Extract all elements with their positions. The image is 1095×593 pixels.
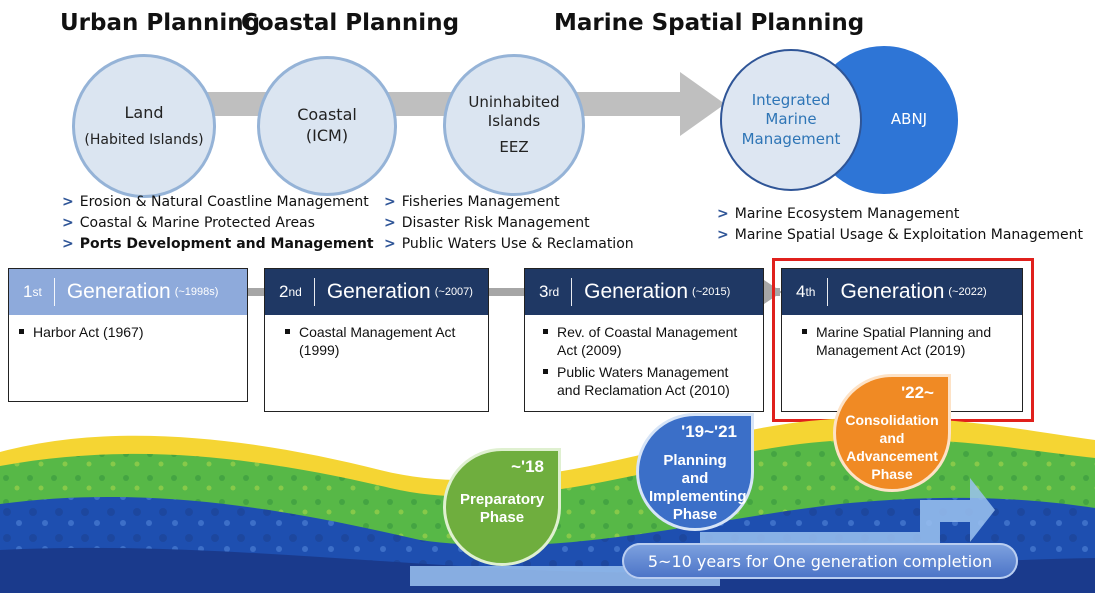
square-bullet-icon xyxy=(285,329,290,334)
generation-suffix: st xyxy=(32,285,42,299)
bullet-item: >Public Waters Use & Reclamation xyxy=(384,236,634,252)
phase-preparatory: ~'18 Preparatory Phase xyxy=(443,448,561,566)
header-divider xyxy=(827,278,829,306)
chevron-right-icon: > xyxy=(717,227,729,243)
bullet-group-2: >Fisheries Management >Disaster Risk Man… xyxy=(384,192,634,255)
square-bullet-icon xyxy=(802,329,807,334)
law-item: Coastal Management Act (1999) xyxy=(285,323,478,359)
circle-uninhabited-line2: Islands xyxy=(487,112,541,131)
generation-years: (~1998s) xyxy=(174,286,219,298)
bullet-item: >Marine Ecosystem Management xyxy=(717,206,960,222)
bullet-item: >Coastal & Marine Protected Areas xyxy=(62,215,315,231)
generation-connector xyxy=(240,288,780,296)
generation-suffix: nd xyxy=(288,285,302,299)
bullet-item: >Fisheries Management xyxy=(384,194,560,210)
phase-year: ~'18 xyxy=(511,457,544,476)
chevron-right-icon: > xyxy=(384,236,396,252)
generation-suffix: rd xyxy=(548,285,560,299)
generation-number: 3 xyxy=(539,282,549,301)
phase-year: '19~'21 xyxy=(681,422,737,441)
chevron-right-icon: > xyxy=(384,194,396,210)
generation-word: Generation xyxy=(584,280,689,303)
generation-years: (~2007) xyxy=(434,286,473,298)
bullet-item: >Erosion & Natural Coastline Management xyxy=(62,194,369,210)
circle-uninhabited: Uninhabited Islands EEZ xyxy=(443,54,585,196)
heading-marine-spatial-planning: Marine Spatial Planning xyxy=(554,10,865,36)
generation-word: Generation xyxy=(66,280,171,303)
phase-planning-implementing: '19~'21 Planning and Implementing Phase xyxy=(636,413,754,531)
generation-years: (~2022) xyxy=(948,286,987,298)
circle-abnj-label: ABNJ xyxy=(890,110,928,129)
heading-urban-planning: Urban Planning xyxy=(60,10,261,36)
circle-coastal: Coastal (ICM) xyxy=(257,56,397,196)
chevron-right-icon: > xyxy=(62,236,74,252)
circle-land: Land (Habited Islands) xyxy=(72,54,216,198)
phase-consolidation: '22~ Consolidation and Advancement Phase xyxy=(833,374,951,492)
header-divider xyxy=(571,278,573,306)
chevron-right-icon: > xyxy=(62,215,74,231)
phase-label: Consolidation and Advancement Phase xyxy=(845,412,939,482)
header-divider xyxy=(53,278,55,306)
circle-land-line2: (Habited Islands) xyxy=(84,132,204,149)
bullet-item: >Marine Spatial Usage & Exploitation Man… xyxy=(717,227,1083,243)
heading-coastal-planning: Coastal Planning xyxy=(241,10,460,36)
circle-integrated-marine-management: Integrated Marine Management xyxy=(720,49,862,191)
header-divider xyxy=(313,278,315,306)
phase-label: Planning and Implementing Phase xyxy=(649,452,747,523)
circle-uninhabited-line1: Uninhabited xyxy=(468,92,560,111)
generation-1-body: Harbor Act (1967) xyxy=(9,315,247,349)
generation-word: Generation xyxy=(326,280,431,303)
generation-word: Generation xyxy=(840,280,945,303)
law-item: Marine Spatial Planning and Management A… xyxy=(802,323,1012,359)
bullet-group-3: >Marine Ecosystem Management >Marine Spa… xyxy=(717,204,1083,246)
generation-number: 2 xyxy=(279,282,289,301)
circle-coastal-line1: Coastal xyxy=(297,105,357,125)
circle-uninhabited-line3: EEZ xyxy=(499,137,529,156)
generation-suffix: th xyxy=(805,285,816,299)
phase-arrow xyxy=(410,478,995,586)
generation-duration-note: 5~10 years for One generation completion xyxy=(622,543,1018,579)
phase-year: '22~ xyxy=(901,383,934,402)
integrated-line3: Management xyxy=(741,129,841,148)
generation-number: 4 xyxy=(796,282,806,301)
square-bullet-icon xyxy=(543,329,548,334)
progress-arrow xyxy=(150,72,725,136)
law-item: Public Waters Management and Reclamation… xyxy=(543,363,753,399)
generation-4-body: Marine Spatial Planning and Management A… xyxy=(782,315,1022,367)
bullet-item: >Disaster Risk Management xyxy=(384,215,590,231)
integrated-line2: Marine xyxy=(765,110,817,129)
square-bullet-icon xyxy=(543,369,548,374)
bullet-group-1: >Erosion & Natural Coastline Management … xyxy=(62,192,374,255)
square-bullet-icon xyxy=(19,329,24,334)
law-item: Rev. of Coastal Management Act (2009) xyxy=(543,323,753,359)
chevron-right-icon: > xyxy=(384,215,396,231)
integrated-line1: Integrated xyxy=(751,90,831,109)
circle-coastal-line2: (ICM) xyxy=(305,126,349,145)
circle-land-line1: Land xyxy=(124,102,164,122)
generation-2-body: Coastal Management Act (1999) xyxy=(265,315,488,367)
generation-3-body: Rev. of Coastal Management Act (2009) Pu… xyxy=(525,315,763,407)
generation-number: 1 xyxy=(23,282,33,301)
chevron-right-icon: > xyxy=(62,194,74,210)
bullet-item: >Ports Development and Management xyxy=(62,236,374,252)
generation-years: (~2015) xyxy=(692,286,731,298)
phase-label: Preparatory Phase xyxy=(460,491,545,526)
chevron-right-icon: > xyxy=(717,206,729,222)
law-item: Harbor Act (1967) xyxy=(19,323,237,341)
